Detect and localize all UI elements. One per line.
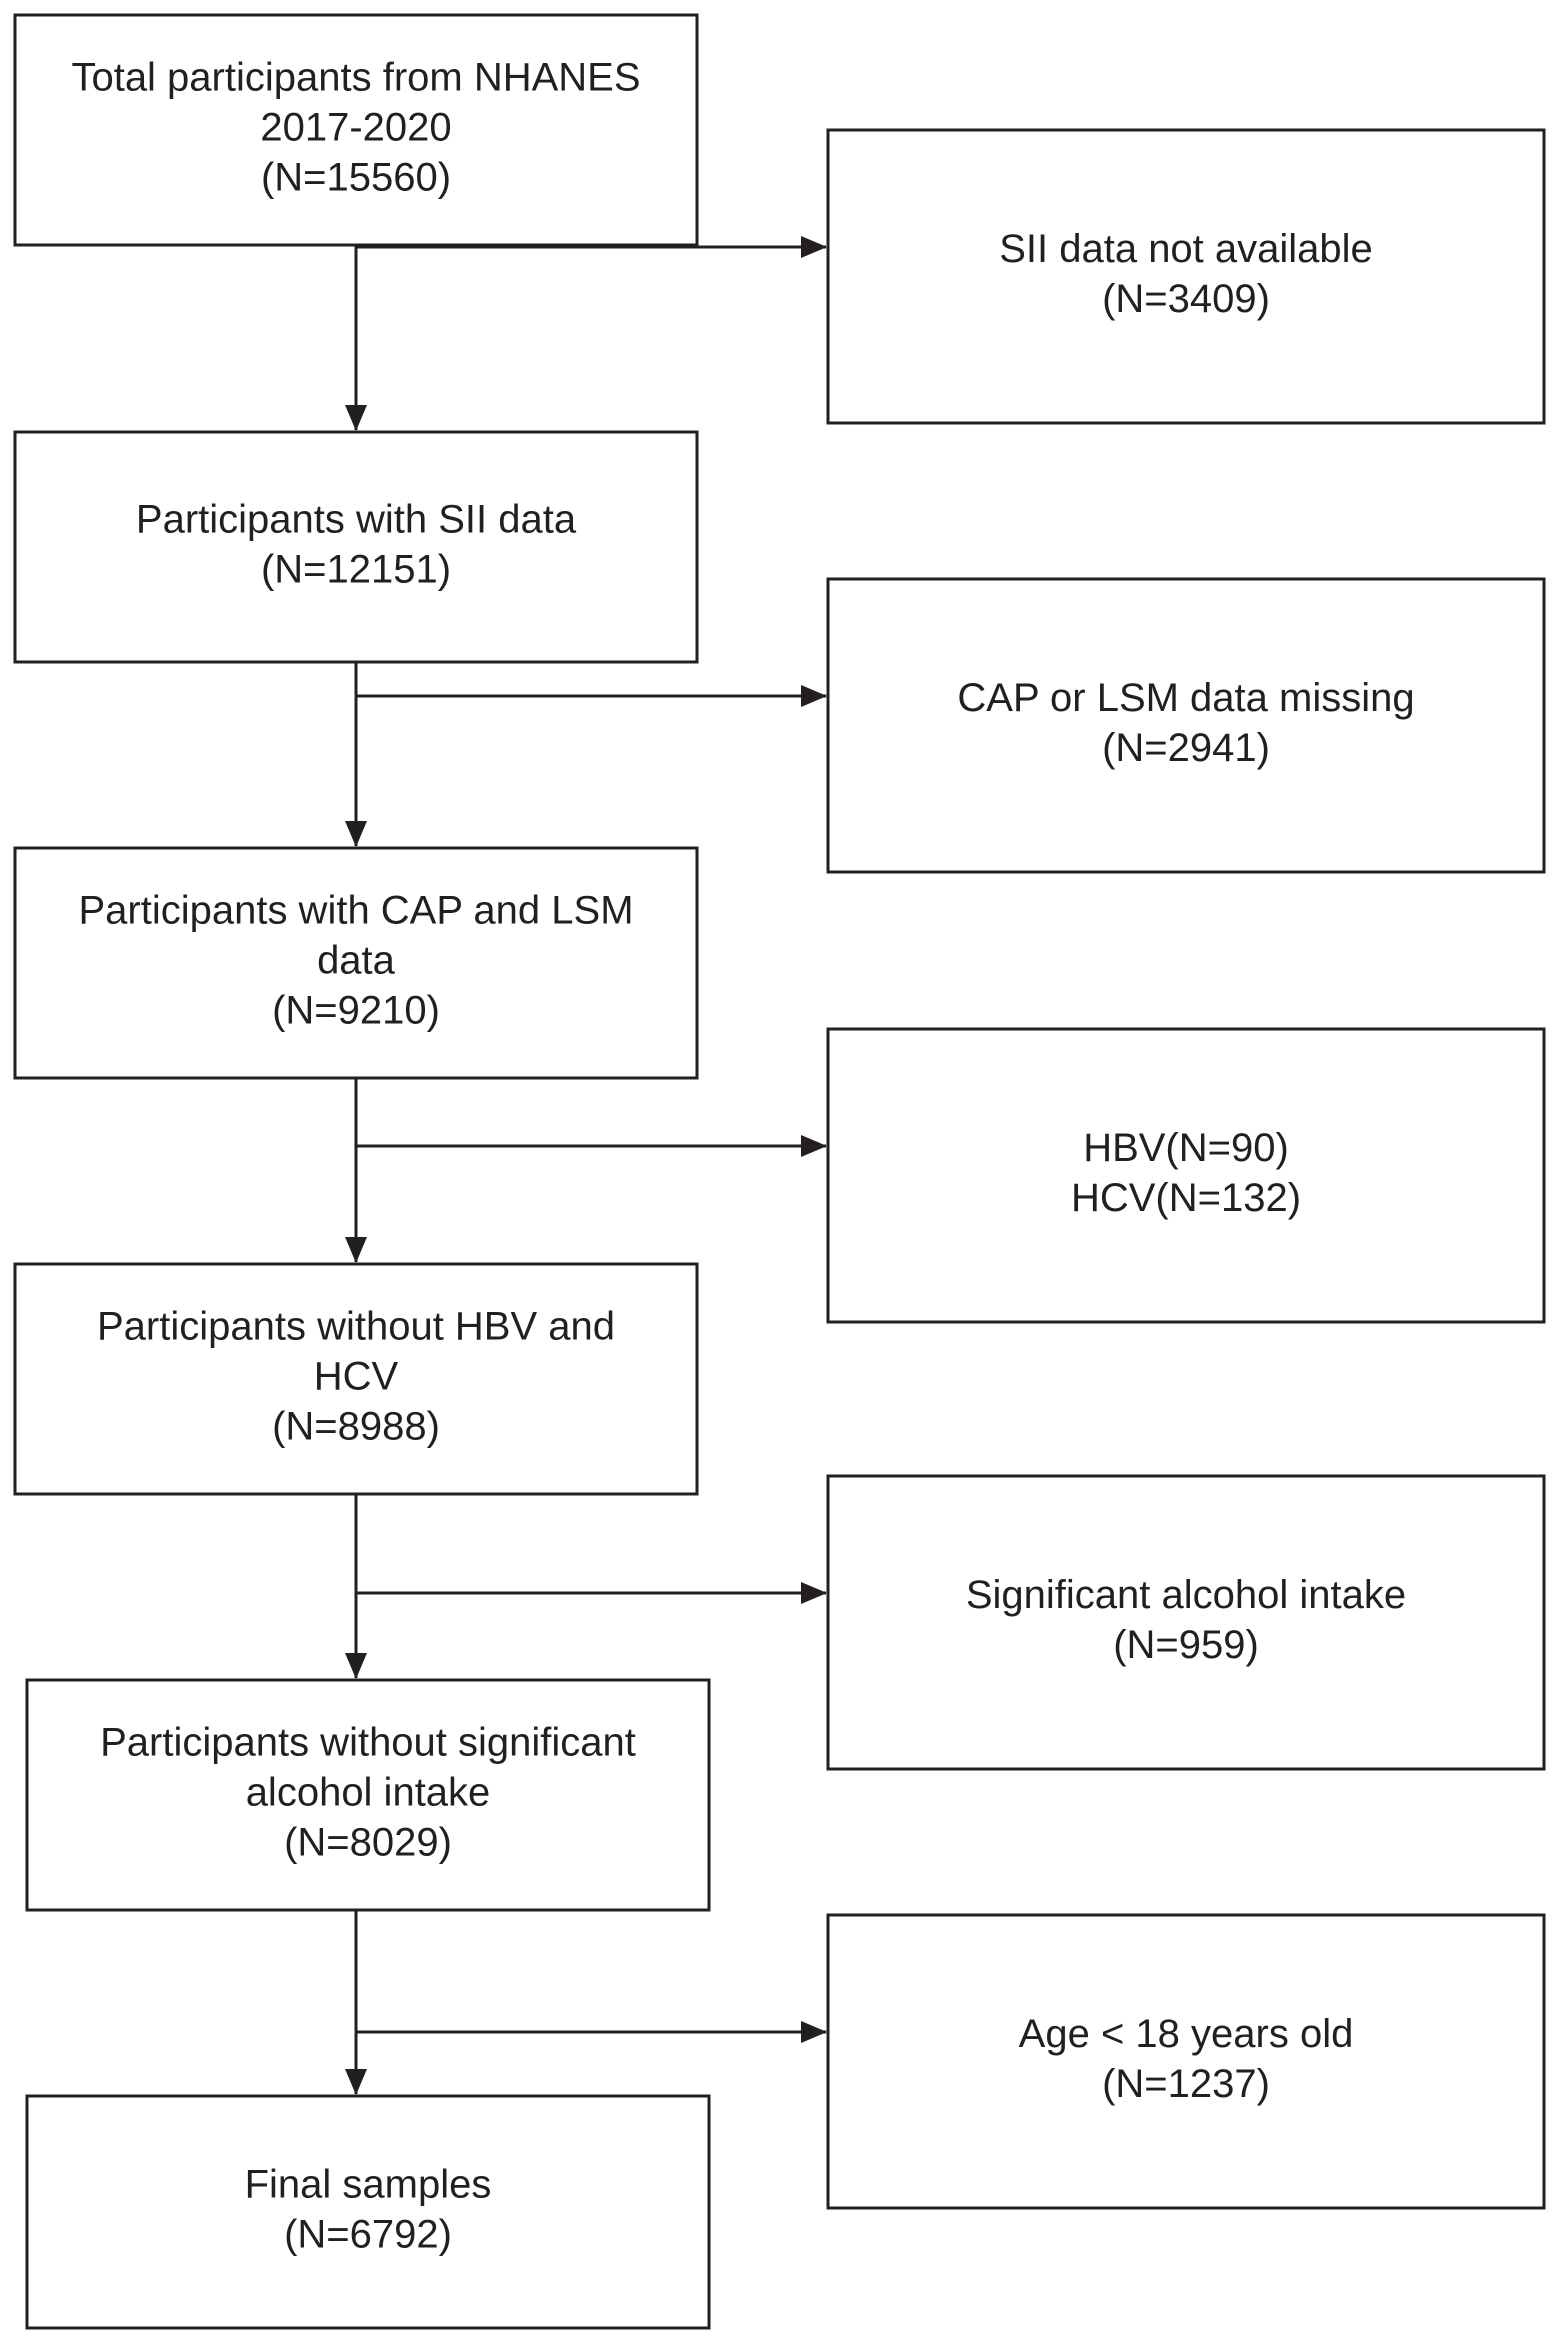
main-step-6: Final samples (N=6792) (25, 2094, 711, 2330)
main-step-2-box (13, 430, 699, 664)
exclusion-4: Significant alcohol intake (N=959) (826, 1474, 1546, 1771)
main-step-3-box (13, 846, 699, 1080)
exclusion-3-line-2: HCV(N=132) (1071, 1176, 1301, 1220)
main-step-6-line-2: (N=6792) (284, 2213, 452, 2257)
exclusion-2: CAP or LSM data missing (N=2941) (826, 577, 1546, 874)
main-step-4-line-3: (N=8988) (272, 1405, 440, 1449)
main-step-3-line-1: Participants with CAP and LSM (78, 889, 633, 933)
main-step-5-line-3: (N=8029) (284, 1821, 452, 1865)
main-step-5-line-2: alcohol intake (246, 1771, 491, 1815)
main-step-1-line-1: Total participants from NHANES (71, 56, 640, 100)
exclusion-5-line-1: Age < 18 years old (1019, 2012, 1354, 2056)
main-step-4-box (13, 1262, 699, 1496)
flow-arrowhead-3 (345, 1237, 367, 1263)
main-step-5-box (25, 1678, 711, 1912)
exclusion-arrowhead-4 (801, 1582, 827, 1604)
exclusion-2-line-1: CAP or LSM data missing (957, 676, 1414, 720)
main-step-1: Total participants from NHANES 2017-2020 (… (13, 13, 699, 247)
main-step-3-line-3: (N=9210) (272, 989, 440, 1033)
main-step-4-line-2: HCV (314, 1355, 399, 1399)
main-step-6-box (25, 2094, 711, 2330)
main-step-5-line-1: Participants without significant (100, 1721, 636, 1765)
flow-arrowhead-1 (345, 405, 367, 431)
exclusion-1-box (826, 128, 1546, 425)
exclusion-4-box (826, 1474, 1546, 1771)
main-step-3: Participants with CAP and LSM data (N=9210… (13, 846, 699, 1080)
exclusion-5-line-2: (N=1237) (1102, 2062, 1270, 2106)
main-step-5: Participants without significant alcohol … (25, 1678, 711, 1912)
exclusion-2-box (826, 577, 1546, 874)
exclusion-5: Age < 18 years old (N=1237) (826, 1913, 1546, 2210)
exclusion-3: HBV(N=90) HCV(N=132) (826, 1027, 1546, 1324)
exclusion-3-line-1: HBV(N=90) (1083, 1126, 1289, 1170)
flow-arrowhead-2 (345, 821, 367, 847)
exclusion-3-box (826, 1027, 1546, 1324)
main-step-3-line-2: data (317, 939, 396, 983)
flow-arrowhead-4 (345, 1653, 367, 1679)
exclusion-1: SII data not available (N=3409) (826, 128, 1546, 425)
exclusion-arrowhead-1 (801, 236, 827, 258)
exclusion-2-line-2: (N=2941) (1102, 726, 1270, 770)
main-step-1-box (13, 13, 699, 247)
main-step-2: Participants with SII data (N=12151) (13, 430, 699, 664)
exclusion-4-line-2: (N=959) (1113, 1623, 1259, 1667)
exclusion-4-line-1: Significant alcohol intake (966, 1573, 1406, 1617)
connectors (345, 236, 827, 2095)
flow-arrowhead-5 (345, 2069, 367, 2095)
main-step-1-line-2: 2017-2020 (260, 106, 451, 150)
main-step-2-line-2: (N=12151) (261, 548, 451, 592)
exclusion-arrowhead-3 (801, 1135, 827, 1157)
main-step-4-line-1: Participants without HBV and (97, 1305, 615, 1349)
main-step-2-line-1: Participants with SII data (136, 498, 577, 542)
exclusion-1-line-1: SII data not available (999, 227, 1373, 271)
exclusion-arrowhead-5 (801, 2021, 827, 2043)
nodes: Total participants from NHANES 2017-2020 (… (13, 13, 1546, 2330)
exclusion-arrowhead-2 (801, 685, 827, 707)
exclusion-1-line-2: (N=3409) (1102, 277, 1270, 321)
main-step-6-line-1: Final samples (245, 2163, 492, 2207)
main-step-1-line-3: (N=15560) (261, 156, 451, 200)
exclusion-5-box (826, 1913, 1546, 2210)
